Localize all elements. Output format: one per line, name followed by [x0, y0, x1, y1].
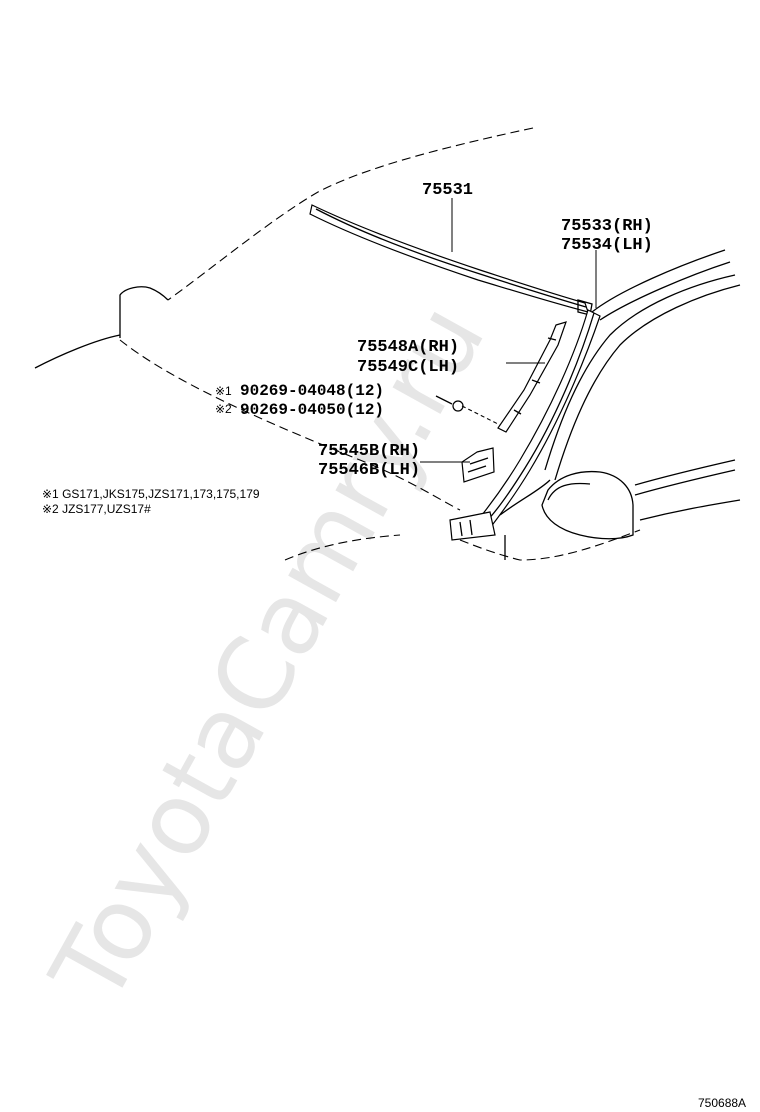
callout-75546: 75546B(LH): [318, 461, 420, 480]
clip1-mark: ※1: [215, 384, 232, 398]
car-body-outline: [34, 127, 741, 561]
callout-75549: 75549C(LH): [357, 358, 459, 377]
diagram-ref: 750688A: [698, 1096, 746, 1110]
note-2: ※2 JZS177,UZS17#: [42, 502, 151, 516]
callout-clip2: 90269-04050(12): [240, 401, 384, 419]
part-75545-piece: [461, 447, 495, 483]
part-75548-retainer: [497, 321, 567, 433]
part-75531-moulding: [309, 204, 593, 316]
callout-clip1: 90269-04048(12): [240, 382, 384, 400]
callout-75545: 75545B(RH): [318, 442, 420, 461]
part-75533-pillar-moulding: [449, 309, 601, 541]
callout-75533: 75533(RH): [561, 217, 653, 236]
leader-lines: [420, 198, 597, 463]
callout-75534: 75534(LH): [561, 236, 653, 255]
note-1: ※1 GS171,JKS175,JZS171,173,175,179: [42, 487, 260, 501]
callout-75531: 75531: [422, 181, 473, 200]
callout-75548: 75548A(RH): [357, 338, 459, 357]
clip2-mark: ※2: [215, 402, 232, 416]
